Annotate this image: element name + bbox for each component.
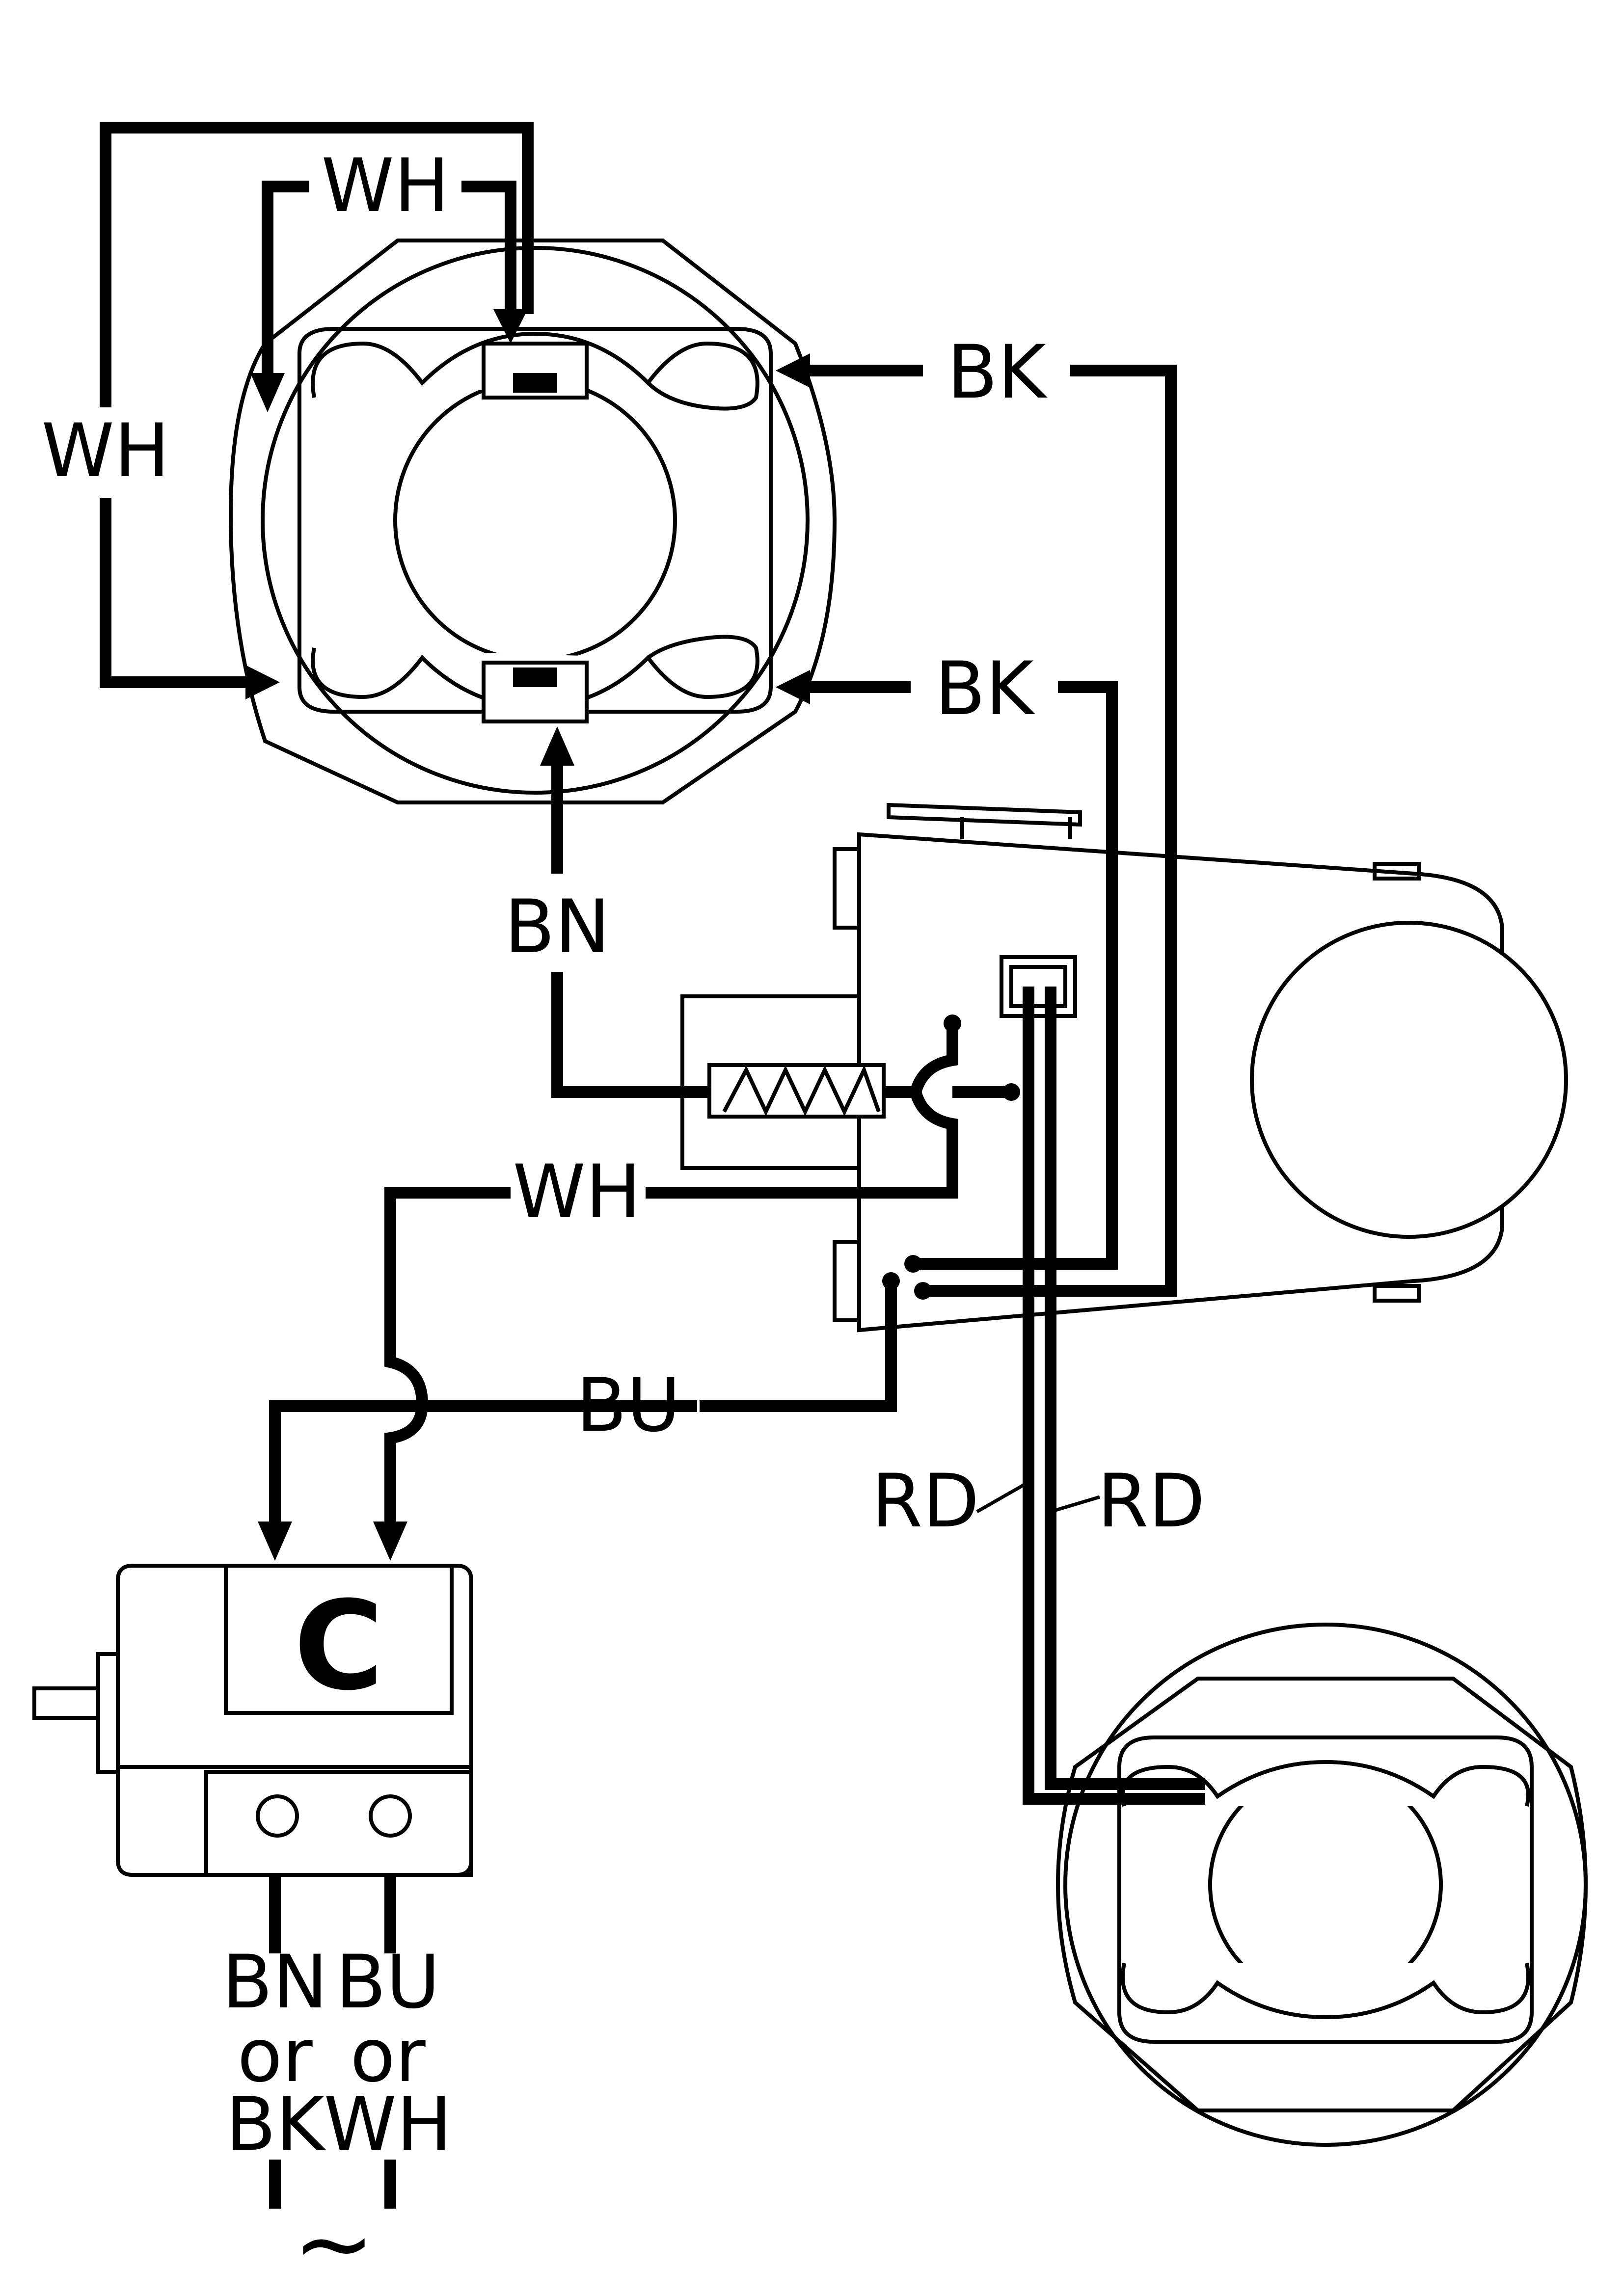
label-wh-outer: WH — [41, 408, 169, 494]
terminal-dots — [882, 1015, 1020, 1300]
rd-left-leader — [976, 1480, 1029, 1514]
supply-right-mid: or — [350, 2013, 426, 2099]
upper-motor — [228, 239, 837, 804]
arrow-bk-upper — [776, 353, 810, 388]
supply-left-bot: BK — [225, 2082, 326, 2167]
wire-bu — [269, 1281, 897, 1526]
label-rd-left: RD — [871, 1459, 979, 1544]
lower-motor — [1056, 1623, 1588, 2147]
capacitor-label: C — [294, 1575, 383, 1717]
label-rd-right: RD — [1097, 1459, 1205, 1544]
arrow-wh-top-right — [493, 309, 528, 344]
wire-switch-link — [646, 1023, 1011, 1199]
arrow-bk-lower — [776, 670, 810, 704]
label-bn: BN — [504, 884, 610, 970]
arrowheads — [245, 309, 810, 1561]
switch-assembly — [680, 802, 1568, 1333]
label-wh-mid: WH — [513, 1149, 641, 1235]
supply-left-top: BN — [222, 1940, 327, 2025]
supply-right-bot: WH — [324, 2082, 452, 2167]
wire-rd — [1023, 987, 1205, 1805]
wires — [100, 122, 1205, 2209]
arrow-wh-top-left — [250, 373, 285, 412]
supply-left-mid: or — [237, 2013, 313, 2099]
capacitor: C — [32, 1564, 473, 1877]
label-bu: BU — [576, 1363, 681, 1448]
wire-bk-lower — [810, 681, 1118, 1270]
wire-wh-top — [262, 181, 516, 378]
arrow-bn — [540, 726, 574, 766]
arrow-cap-right — [373, 1522, 407, 1561]
ac-symbol: ~ — [293, 2187, 375, 2296]
arrow-wh-outer — [245, 665, 280, 699]
supply-labels: BN or BK BU or WH ~ — [222, 1940, 452, 2296]
arrow-cap-left — [258, 1522, 292, 1561]
supply-right-top: BU — [336, 1940, 440, 2025]
label-wh-top: WH — [321, 143, 449, 229]
label-bk-upper: BK — [947, 330, 1048, 415]
wire-bn — [551, 766, 709, 1098]
wire-wh-mid — [384, 1187, 511, 1526]
rd-right-leader — [1050, 1495, 1101, 1514]
label-bk-lower: BK — [935, 646, 1035, 732]
wire-wh-outer — [100, 122, 534, 688]
